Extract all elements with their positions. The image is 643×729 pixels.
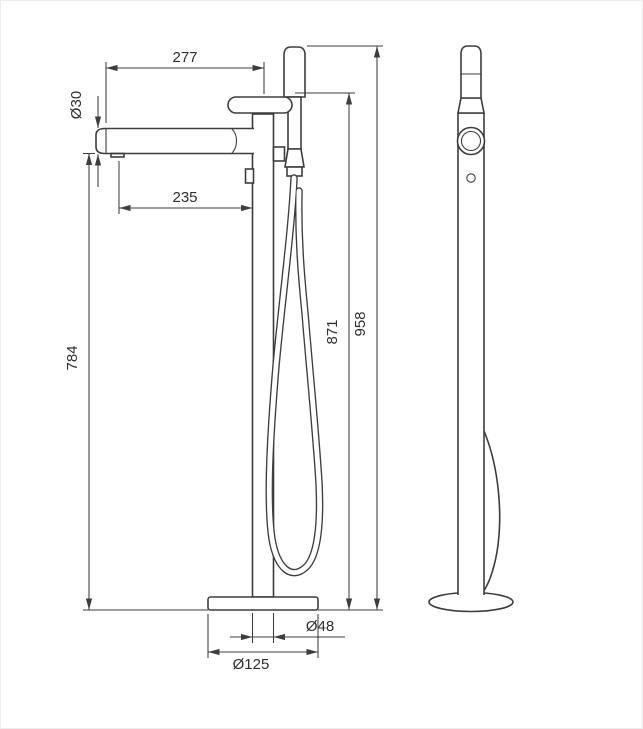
spout <box>95 127 254 158</box>
dimension-spout-diameter-label: Ø30 <box>68 91 85 119</box>
dimension-spout-reach: 277 <box>105 49 265 123</box>
shower-holder <box>272 146 286 162</box>
dimension-spout-diameter: Ø30 <box>68 91 102 187</box>
diverter-knob <box>244 168 255 184</box>
lever-handle <box>227 96 293 114</box>
dimension-spout-height: 784 <box>64 152 208 611</box>
docking-cone <box>457 97 485 114</box>
aerator <box>110 152 125 158</box>
hose-edge <box>482 430 501 593</box>
dimension-spout-reach-label: 277 <box>172 49 197 66</box>
diverter-button <box>466 173 476 183</box>
dimension-base-diameter: Ø125 <box>207 614 319 673</box>
control-knob <box>456 126 486 156</box>
front-view <box>428 45 514 613</box>
dimension-handle-height-label: 871 <box>324 319 341 344</box>
dimension-column-diameter: Ø48 <box>230 613 345 643</box>
dimension-spout-height-label: 784 <box>64 345 81 370</box>
side-view <box>95 46 324 611</box>
dimension-column-diameter-label: Ø48 <box>306 618 334 635</box>
dimension-spout-projection: 235 <box>118 161 254 214</box>
dimension-spout-projection-label: 235 <box>172 189 197 206</box>
dimension-base-diameter-label: Ø125 <box>233 656 270 673</box>
hand-shower-front <box>460 45 482 99</box>
dimension-total-height-label: 958 <box>352 311 369 336</box>
shower-hose <box>265 174 324 577</box>
dimension-handle-height: 871 <box>295 92 355 610</box>
column-front <box>457 112 485 597</box>
dimension-total-height: 958 <box>307 45 383 611</box>
base-plate <box>207 596 319 611</box>
